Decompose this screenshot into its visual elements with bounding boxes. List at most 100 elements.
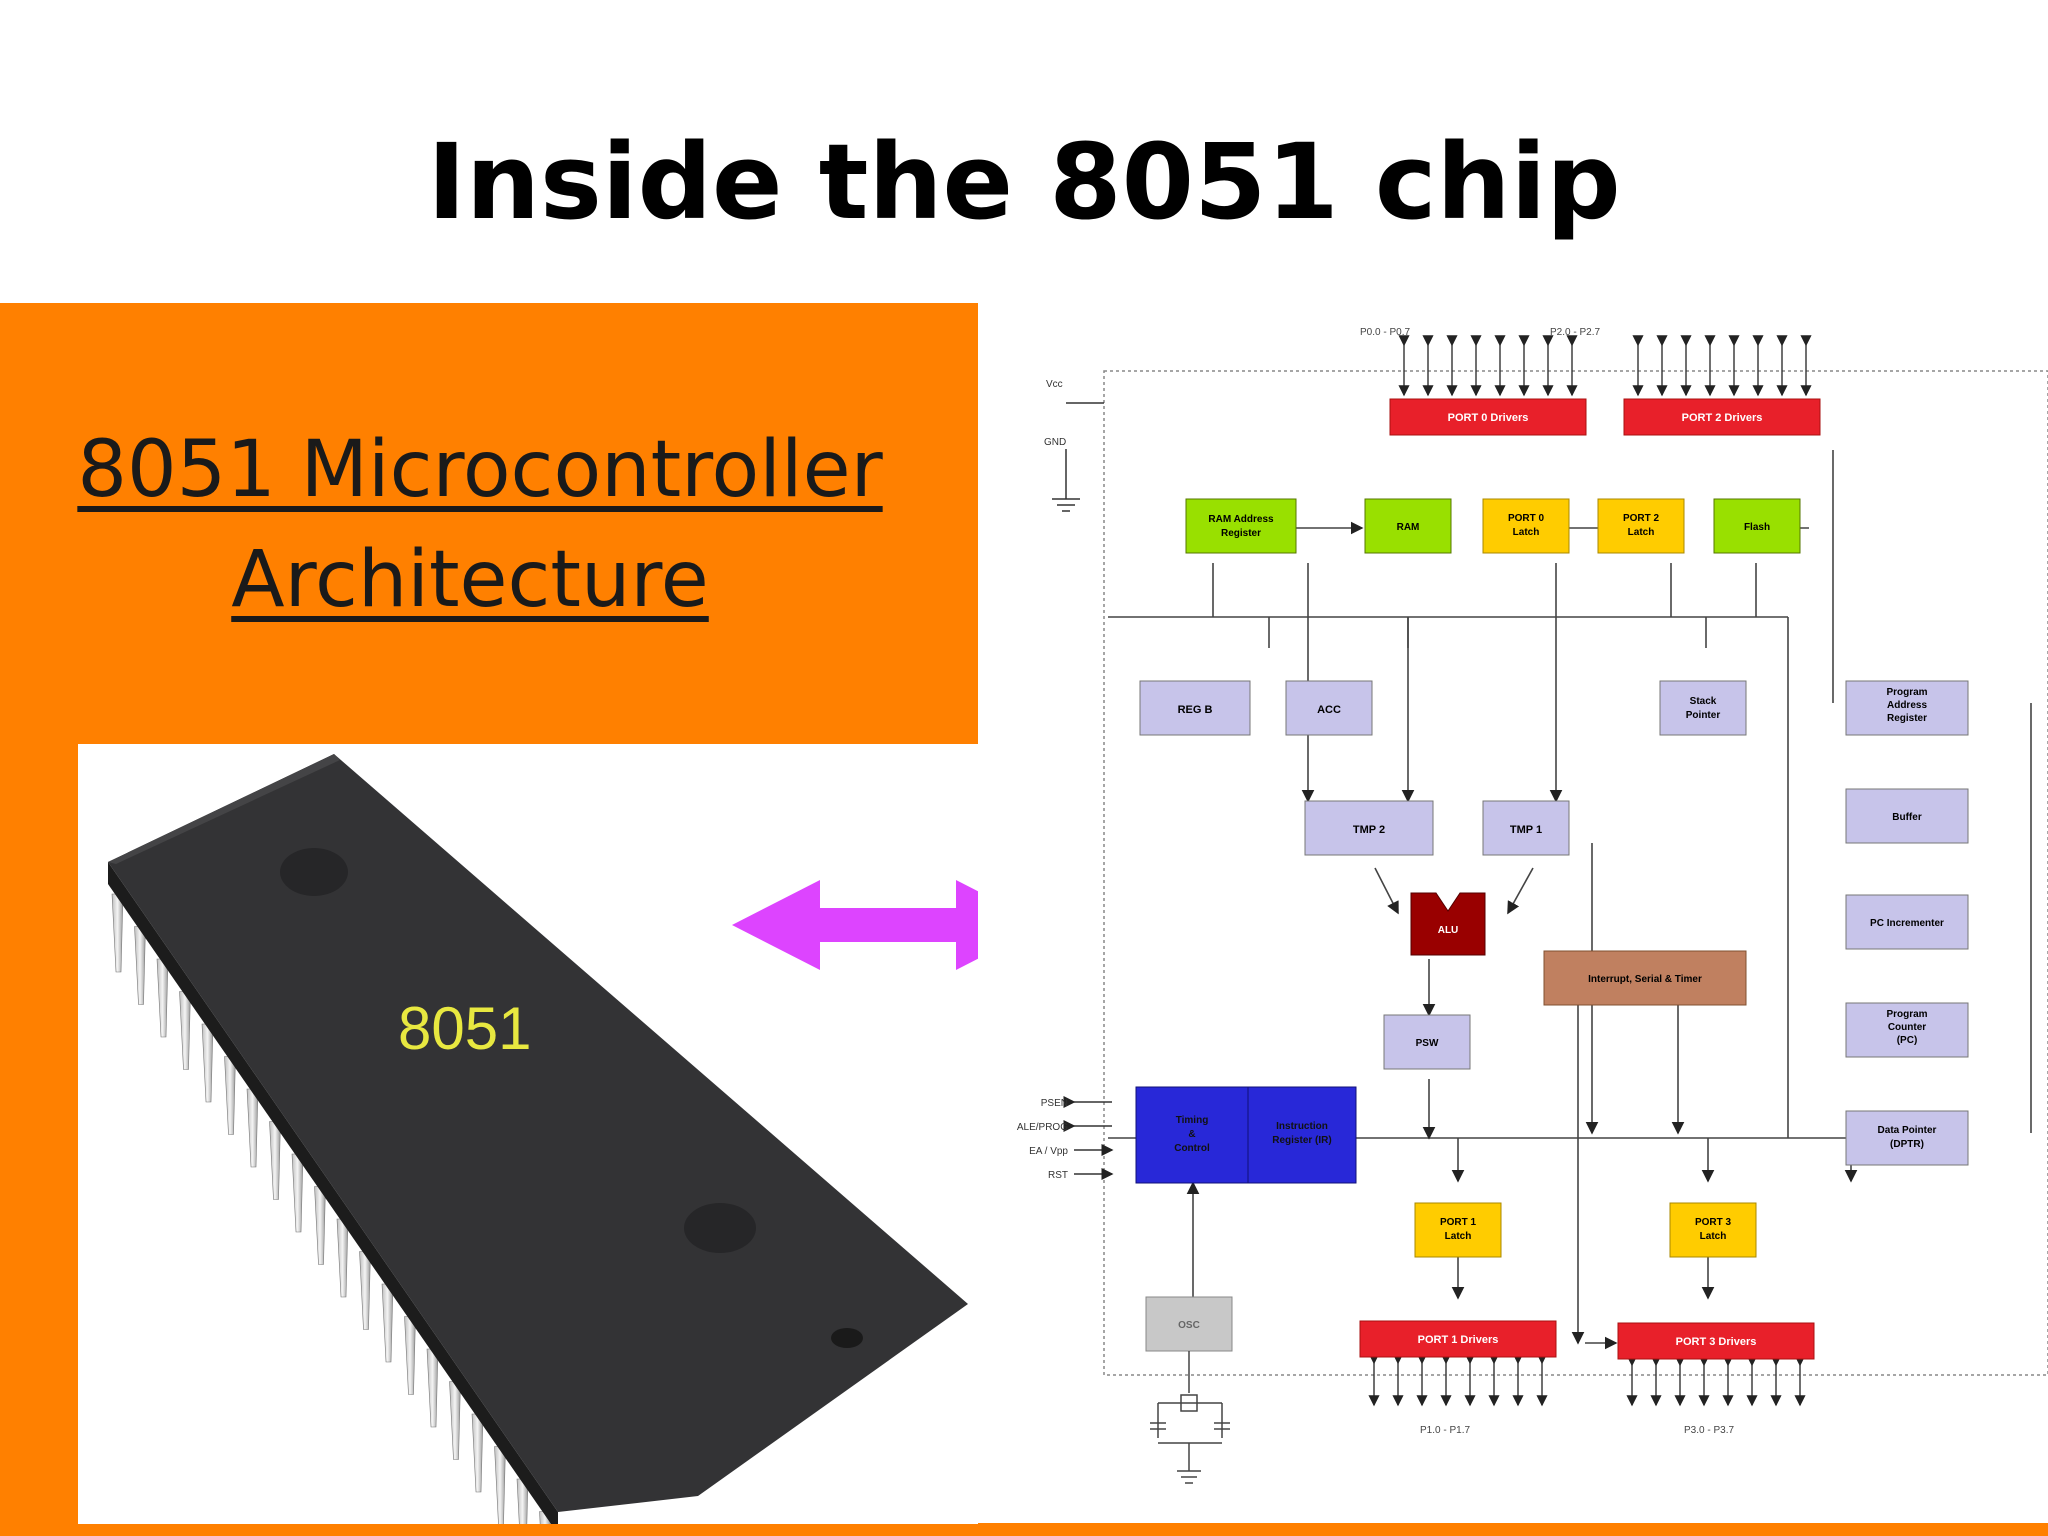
svg-text:&: &	[1188, 1129, 1195, 1140]
gnd-label: GND	[1044, 437, 1066, 448]
svg-text:PORT 1 Drivers: PORT 1 Drivers	[1418, 1334, 1499, 1346]
svg-text:PORT 2 Drivers: PORT 2 Drivers	[1682, 412, 1763, 424]
port3-drivers: PORT 3 Drivers	[1617, 1322, 1815, 1360]
svg-text:Interrupt, Serial & Timer: Interrupt, Serial & Timer	[1588, 974, 1702, 985]
chip-pin	[111, 893, 124, 973]
svg-text:RAM Address: RAM Address	[1208, 514, 1274, 525]
svg-text:PORT 0 Drivers: PORT 0 Drivers	[1448, 412, 1529, 424]
ea-label: EA / Vpp	[1029, 1146, 1068, 1157]
svg-text:Buffer: Buffer	[1892, 812, 1922, 823]
svg-text:Latch: Latch	[1445, 1231, 1472, 1242]
orange-bottom-strip	[978, 1523, 2048, 1536]
interrupt-serial-timer: Interrupt, Serial & Timer	[1543, 950, 1747, 1006]
svg-text:Register: Register	[1887, 713, 1927, 724]
program-address-register: Program Address Register	[1845, 680, 1969, 736]
oscillator: OSC	[1145, 1296, 1233, 1352]
port-pin-arrows	[1368, 335, 1812, 1407]
timing-control: Timing & Control	[1135, 1086, 1249, 1184]
svg-text:Control: Control	[1174, 1143, 1210, 1154]
rst-label: RST	[1048, 1170, 1068, 1181]
svg-text:Stack: Stack	[1690, 696, 1717, 707]
psen-label: PSEN	[1041, 1098, 1068, 1109]
chip-illustration: 8051	[108, 754, 968, 1524]
svg-text:TMP 1: TMP 1	[1510, 824, 1542, 836]
chip-pin	[179, 991, 191, 1070]
alu-block: ALU	[1410, 892, 1486, 956]
panel-heading-line1: 8051 Microcontroller	[77, 425, 883, 515]
chip-label: 8051	[398, 995, 531, 1062]
chip-dimple-top	[280, 848, 348, 896]
chip-pins	[111, 893, 551, 1524]
svg-text:ACC: ACC	[1317, 704, 1341, 716]
chip-pin	[246, 1088, 259, 1168]
port2-drivers: PORT 2 Drivers	[1623, 398, 1821, 436]
ram-address-register: RAM Address Register	[1185, 498, 1297, 554]
port3-latch: PORT 3 Latch	[1669, 1202, 1757, 1258]
chip-pin	[494, 1446, 506, 1524]
crystal-circuit	[1150, 1351, 1230, 1484]
flash-block: Flash	[1713, 498, 1801, 554]
chip-pin	[336, 1218, 349, 1298]
svg-text:TMP 2: TMP 2	[1353, 824, 1385, 836]
svg-text:PORT 1: PORT 1	[1440, 1217, 1477, 1228]
svg-text:(PC): (PC)	[1897, 1035, 1918, 1046]
svg-text:Pointer: Pointer	[1686, 710, 1721, 721]
vcc-label: Vcc	[1046, 379, 1063, 390]
svg-text:Flash: Flash	[1744, 522, 1770, 533]
port0-latch: PORT 0 Latch	[1482, 498, 1570, 554]
svg-text:ALU: ALU	[1438, 925, 1459, 936]
svg-text:Timing: Timing	[1176, 1115, 1209, 1126]
tmp1-register: TMP 1	[1482, 800, 1570, 856]
svg-text:PORT 2: PORT 2	[1623, 513, 1660, 524]
svg-text:Register (IR): Register (IR)	[1272, 1135, 1331, 1146]
chip-pin	[134, 926, 146, 1005]
port1-latch: PORT 1 Latch	[1414, 1202, 1502, 1258]
svg-text:PC Incrementer: PC Incrementer	[1870, 918, 1944, 929]
ground-symbol-top	[1052, 402, 1104, 512]
reg-b: REG B	[1139, 680, 1251, 736]
svg-text:PORT 3 Drivers: PORT 3 Drivers	[1676, 1336, 1757, 1348]
svg-text:REG B: REG B	[1178, 704, 1213, 716]
panel-heading-line2: Architecture	[231, 535, 709, 625]
svg-text:PSW: PSW	[1416, 1038, 1439, 1049]
chip-pin	[471, 1413, 484, 1493]
port0-drivers: PORT 0 Drivers	[1389, 398, 1587, 436]
p1-pins-label: P1.0 - P1.7	[1420, 1425, 1470, 1436]
pc-incrementer: PC Incrementer	[1845, 894, 1969, 950]
chip-pin	[156, 958, 169, 1038]
p2-pins-label: P2.0 - P2.7	[1550, 327, 1600, 338]
stack-pointer: Stack Pointer	[1659, 680, 1747, 736]
p0-pins-label: P0.0 - P0.7	[1360, 327, 1410, 338]
buffer-block: Buffer	[1845, 788, 1969, 844]
svg-text:RAM: RAM	[1397, 522, 1420, 533]
chip-body	[108, 754, 968, 1512]
svg-text:Program: Program	[1886, 687, 1927, 698]
svg-text:Latch: Latch	[1513, 527, 1540, 538]
block-diagram: Vcc GND P0.0 - P0.7 P2.0 - P2.7 P1.0 - P…	[1017, 327, 2048, 1484]
svg-text:Register: Register	[1221, 528, 1261, 539]
ale-label: ALE/PROG	[1017, 1122, 1068, 1133]
chip-boundary	[1103, 370, 2048, 1376]
port1-drivers: PORT 1 Drivers	[1359, 1320, 1557, 1358]
chip-pin	[201, 1023, 214, 1103]
chip-pin	[314, 1186, 326, 1265]
control-signal-lines	[1063, 1096, 1114, 1180]
port2-latch: PORT 2 Latch	[1597, 498, 1685, 554]
psw-register: PSW	[1383, 1014, 1471, 1070]
chip-pin	[381, 1283, 394, 1363]
svg-text:Address: Address	[1887, 700, 1927, 711]
chip-dimple-bottom	[684, 1203, 756, 1253]
instruction-register: Instruction Register (IR)	[1247, 1086, 1357, 1184]
data-pointer: Data Pointer (DPTR)	[1845, 1110, 1969, 1166]
chip-pin	[291, 1153, 304, 1233]
double-arrow	[732, 880, 1044, 970]
svg-text:Data Pointer: Data Pointer	[1878, 1125, 1937, 1136]
p3-pins-label: P3.0 - P3.7	[1684, 1425, 1734, 1436]
chip-pin	[224, 1056, 236, 1135]
svg-text:Counter: Counter	[1888, 1022, 1926, 1033]
svg-text:PORT 0: PORT 0	[1508, 513, 1545, 524]
chip-pin	[449, 1381, 461, 1460]
chip-pin	[269, 1121, 281, 1200]
svg-text:OSC: OSC	[1178, 1320, 1200, 1331]
chip-body-side	[108, 862, 558, 1524]
